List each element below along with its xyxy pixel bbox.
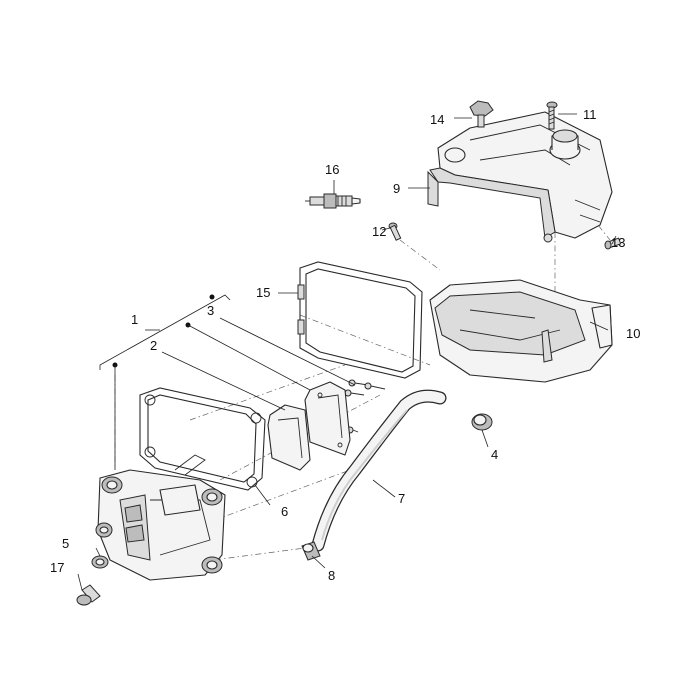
- part-13-bolt: [604, 237, 622, 250]
- callout-6: 6: [281, 504, 288, 519]
- part-4-clamp: [471, 413, 493, 431]
- callout-10: 10: [626, 326, 640, 341]
- part-8-clamp: [301, 541, 321, 561]
- callout-14: 14: [430, 112, 444, 127]
- callout-17: 17: [50, 560, 64, 575]
- callout-7: 7: [398, 491, 405, 506]
- part-10-lower-cover: [429, 279, 613, 383]
- part-15-gasket: [297, 261, 423, 379]
- part-1-head-assembly: [95, 454, 226, 581]
- callout-4: 4: [491, 447, 498, 462]
- callout-3: 3: [207, 303, 214, 318]
- part-7-hose: [311, 389, 447, 552]
- callout-labels: 1 2 3 4 5 6 7 8 9 10 11 12 13 14 15 16 1…: [50, 107, 640, 583]
- screw-set: [344, 379, 386, 434]
- part-9-cover-top: [427, 111, 613, 243]
- part-17-bolt: [76, 584, 101, 606]
- callout-8: 8: [328, 568, 335, 583]
- part-5-washer: [91, 555, 109, 569]
- part-14-knob: [469, 100, 494, 128]
- part-16-spark-plug: [305, 193, 361, 209]
- callout-11: 11: [583, 107, 597, 122]
- callout-5: 5: [62, 536, 69, 551]
- callout-2: 2: [150, 338, 157, 353]
- part-3-plate: [304, 381, 351, 456]
- callout-15: 15: [256, 285, 270, 300]
- callout-1: 1: [131, 312, 138, 327]
- callout-9: 9: [393, 181, 400, 196]
- part-12-screw: [388, 222, 402, 241]
- callout-12: 12: [372, 224, 386, 239]
- leader-lines: [77, 113, 617, 591]
- part-2-plate: [267, 404, 311, 471]
- callout-16: 16: [325, 162, 339, 177]
- part-11-screw: [546, 101, 558, 130]
- part-6-gasket: [139, 387, 266, 491]
- callout-13: 13: [611, 235, 625, 250]
